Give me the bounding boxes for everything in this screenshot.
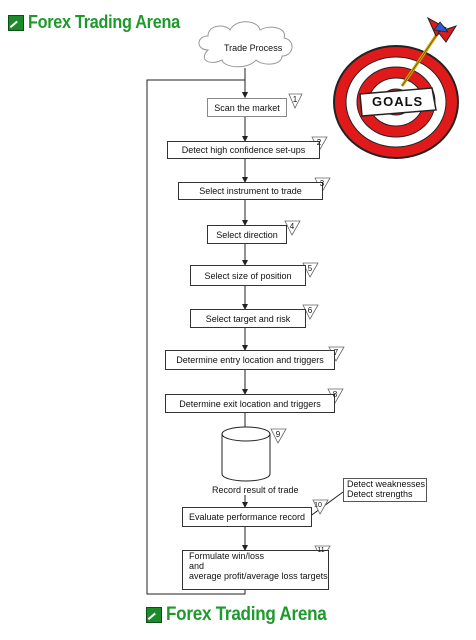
- brand-title: Forex Trading Arena: [28, 12, 180, 32]
- step-box-5: Select size of position: [190, 265, 306, 286]
- step-box-11: Formulate win/loss and average profit/av…: [182, 550, 329, 590]
- brand-footer: Forex Trading Arena: [146, 604, 344, 626]
- step-number-5: 5: [307, 264, 313, 273]
- note-line-2: Detect strengths: [347, 489, 413, 499]
- step-box-7: Determine entry location and triggers: [165, 350, 335, 370]
- step-number-1: 1: [292, 95, 298, 104]
- step-number-6: 6: [307, 306, 313, 315]
- step-number-9: 9: [275, 430, 281, 439]
- step-11-line-1: Formulate win/loss: [189, 551, 265, 561]
- chart-logo-icon: [146, 607, 162, 623]
- step-box-10: Evaluate performance record: [182, 507, 312, 527]
- step-number-7: 7: [333, 348, 339, 357]
- step-box-3: Select instrument to trade: [178, 182, 323, 200]
- step-11-line-2: and: [189, 561, 205, 571]
- goals-target-icon: [333, 16, 459, 159]
- brand-header: Forex Trading Arena: [8, 12, 197, 33]
- step-number-4: 4: [289, 222, 295, 231]
- record-cylinder: [221, 426, 271, 482]
- step-number-8: 8: [332, 390, 338, 399]
- chart-logo-icon: [8, 14, 24, 31]
- flow-connectors: [146, 68, 344, 595]
- step-box-2: Detect high confidence set-ups: [167, 141, 320, 159]
- step-box-1: Scan the market: [207, 98, 287, 117]
- step-box-4: Select direction: [207, 225, 287, 244]
- step-number-11: 11: [317, 547, 325, 554]
- step-box-8: Determine exit location and triggers: [165, 394, 335, 413]
- step-number-10: 10: [314, 502, 322, 509]
- step-number-2: 2: [316, 138, 322, 147]
- step-number-3: 3: [319, 179, 325, 188]
- step-number-triangles: [270, 93, 345, 561]
- cloud-shape: [198, 21, 293, 68]
- step-box-6: Select target and risk: [190, 309, 306, 328]
- goals-label: GOALS: [372, 94, 424, 109]
- note-line-1: Detect weaknesses: [347, 479, 426, 489]
- step-label-9: Record result of trade: [212, 485, 299, 495]
- brand-title: Forex Trading Arena: [166, 604, 327, 625]
- cloud-label: Trade Process: [224, 43, 283, 53]
- step-11-line-3: average profit/average loss targets: [189, 571, 328, 581]
- note-box: Detect weaknesses Detect strengths: [343, 478, 427, 502]
